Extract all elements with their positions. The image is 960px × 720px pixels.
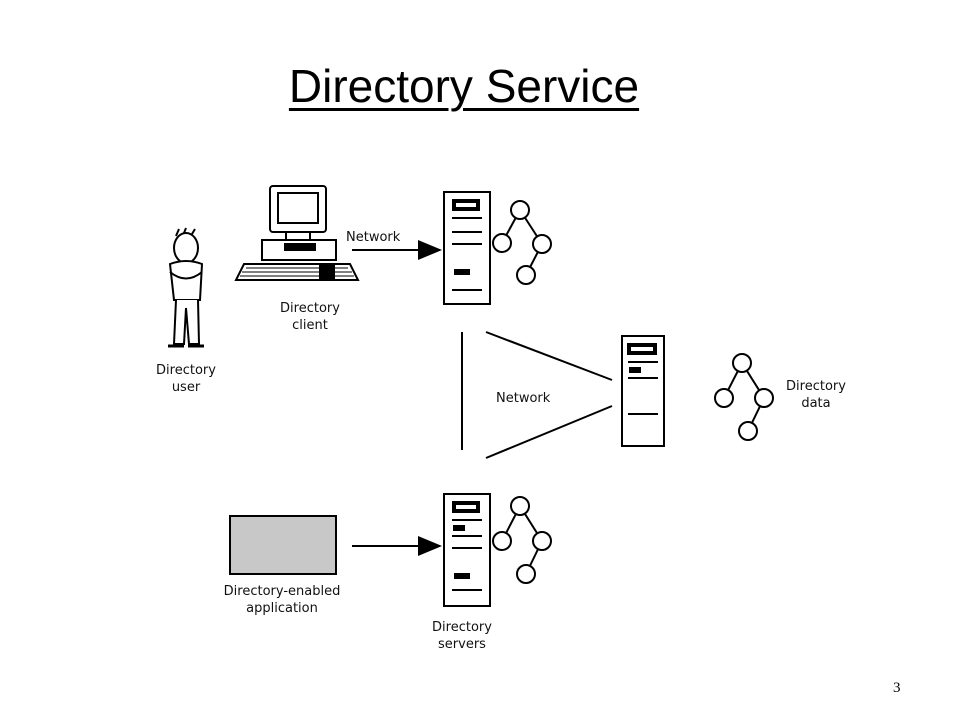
directory-data-tree-top-icon: [492, 200, 552, 285]
directory-user-label: Directory user: [156, 363, 216, 395]
network-top-label: Network: [346, 230, 401, 245]
network-wedge: [461, 331, 613, 459]
directory-servers-label: Directory servers: [432, 620, 492, 652]
network-middle-label: Network: [496, 391, 551, 406]
directory-server-bottom-icon: [443, 493, 491, 607]
directory-server-middle-icon: [621, 335, 665, 447]
directory-data-label: Directory data: [786, 379, 846, 411]
directory-client-computer-icon: [234, 185, 360, 281]
directory-data-tree-middle-icon: [714, 353, 774, 441]
directory-data-tree-bottom-icon: [492, 496, 552, 584]
directory-enabled-application-label: Directory-enabled application: [223, 584, 341, 616]
slide-title: Directory Service: [288, 60, 640, 112]
directory-enabled-application-box: [229, 515, 337, 575]
directory-server-top-icon: [443, 191, 491, 305]
slide-page-number: 3: [893, 680, 901, 696]
directory-client-label: Directory client: [280, 301, 340, 333]
directory-user-icon: [168, 227, 204, 348]
